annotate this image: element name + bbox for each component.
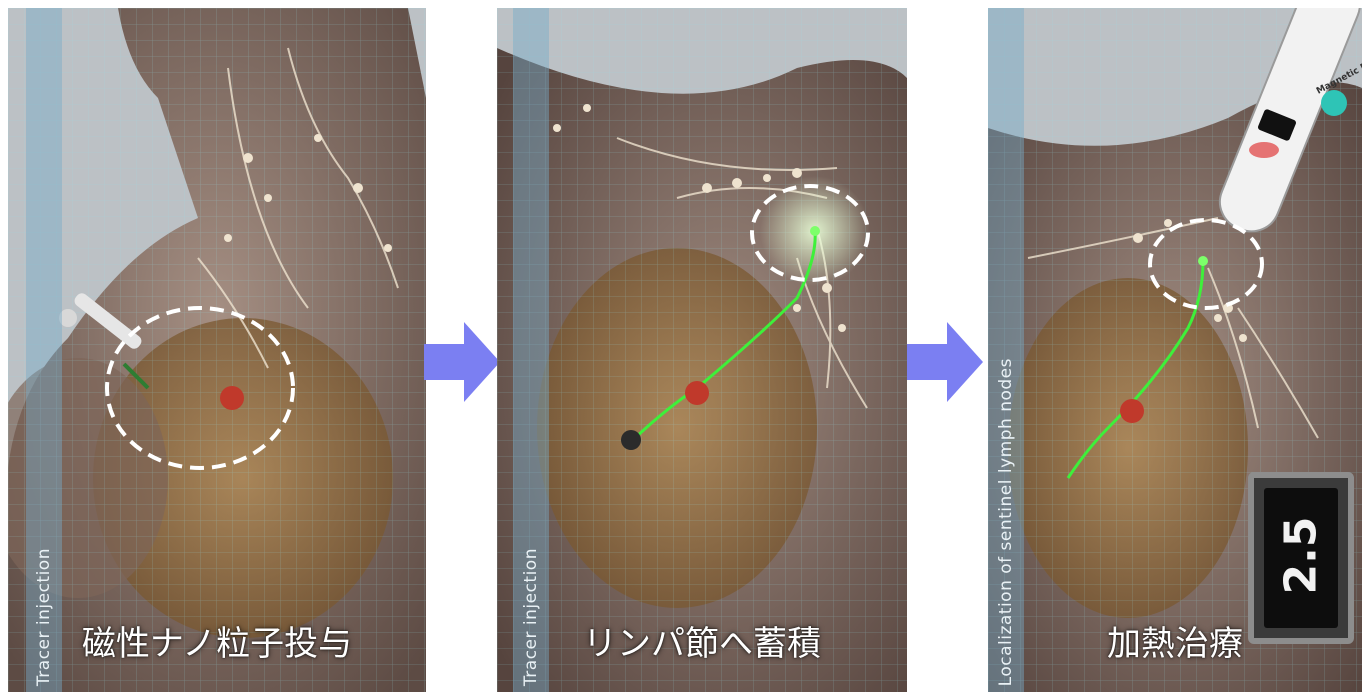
right-arrow-icon bbox=[424, 322, 500, 402]
tumor-marker bbox=[1120, 399, 1144, 423]
panel-heat-treatment: Magnetic P Localization of sentinel lymp… bbox=[988, 8, 1362, 692]
anatomy-illustration-2 bbox=[497, 8, 907, 692]
display-screen: 2.5 bbox=[1264, 488, 1338, 628]
panel-tracer-injection: Tracer injection 磁性ナノ粒子投与 bbox=[8, 8, 426, 692]
right-arrow-icon bbox=[907, 322, 983, 402]
caption: 磁性ナノ粒子投与 bbox=[8, 624, 426, 664]
caption: 加熱治療 bbox=[988, 624, 1362, 664]
tumor-marker bbox=[220, 386, 244, 410]
side-label: Localization of sentinel lymph nodes bbox=[988, 66, 1024, 686]
side-label: Tracer injection bbox=[513, 66, 549, 686]
display-value: 2.5 bbox=[1276, 521, 1327, 595]
tumor-marker bbox=[685, 381, 709, 405]
caption: リンパ節へ蓄積 bbox=[497, 624, 907, 664]
panel-lymph-accumulation: Tracer injection リンパ節へ蓄積 bbox=[497, 8, 907, 692]
side-label: Tracer injection bbox=[26, 66, 62, 686]
probe-display: 2.5 bbox=[1248, 472, 1354, 644]
anatomy-illustration-1 bbox=[8, 8, 426, 692]
